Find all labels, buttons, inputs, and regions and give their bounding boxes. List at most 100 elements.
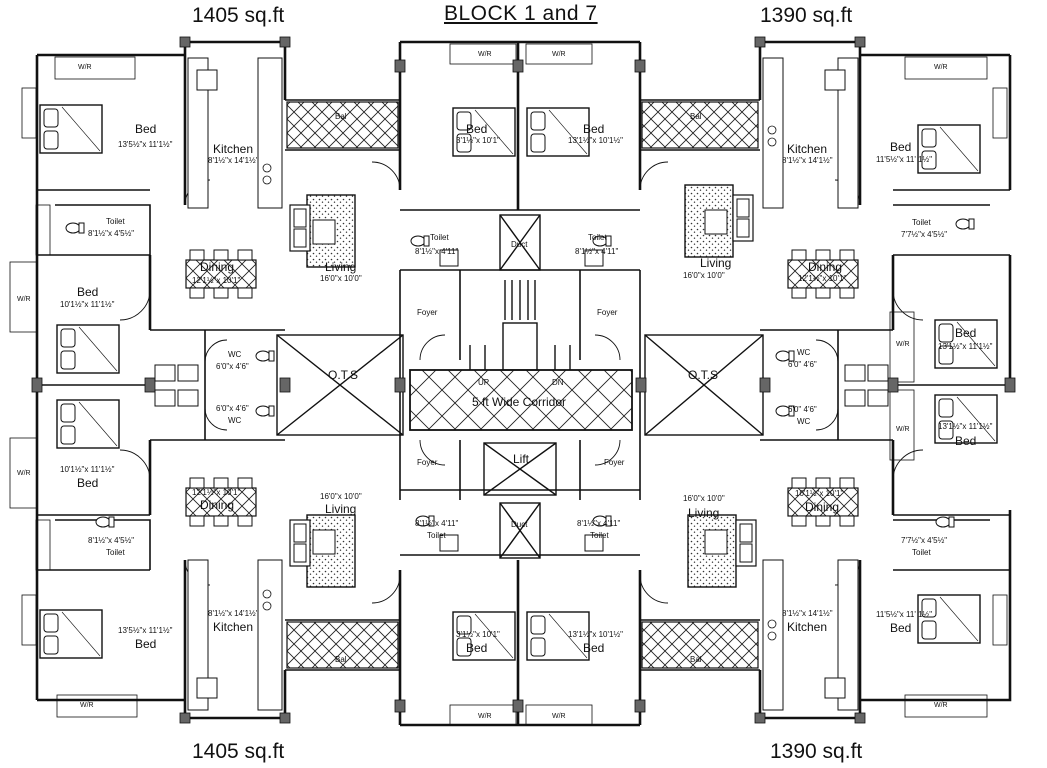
foyer-bl-label: Foyer xyxy=(417,458,438,467)
tm-toilet-right-label: Toilet xyxy=(588,233,607,242)
tm-wr-right-label: W/R xyxy=(552,51,566,58)
foyer-tr-label: Foyer xyxy=(597,308,618,317)
bl-kitchen-label: Kitchen xyxy=(213,620,254,634)
bm-bed-left-dim: 3'1½"x 10'1" xyxy=(456,630,500,639)
br-dining-dim: 10'1½"x 10'1" xyxy=(795,489,844,498)
br-living-label: Living xyxy=(688,506,720,520)
tm-toilet-left-dim: 8'1½"x 4'11" xyxy=(415,247,459,256)
bm-wr-left-label: W/R xyxy=(478,713,492,720)
bl-wc-dim: 6'0"x 4'6" xyxy=(216,404,249,413)
tr-dining-label: Dining xyxy=(808,260,843,274)
ots-right-label: O.T.S xyxy=(688,368,719,382)
tr-wc-dim: 6'0" 4'6" xyxy=(788,360,817,369)
br-wr1-label: W/R xyxy=(934,702,948,709)
bl-bed2-label: Bed xyxy=(77,476,99,490)
tl-kitchen-dim: 8'1½"x 14'1½" xyxy=(208,156,259,165)
tr-bed2-dim: 13'1½"x 11'1½" xyxy=(938,342,993,351)
tl-dining-dim: 12'1½"x 10'1" xyxy=(192,276,241,285)
bl-toilet-dim: 8'1½"x 4'5½" xyxy=(88,536,135,545)
tm-bed-right-label: Bed xyxy=(583,122,605,136)
bm-wr-right-label: W/R xyxy=(552,713,566,720)
tl-bed1-label: Bed xyxy=(135,122,157,136)
bl-wc-label: WC xyxy=(228,416,242,425)
tm-wr-left-label: W/R xyxy=(478,51,492,58)
foyer-br-label: Foyer xyxy=(604,458,625,467)
tr-living-dim: 16'0"x 10'0" xyxy=(683,271,725,280)
bl-balcony-label: Bal xyxy=(335,655,347,664)
bm-toilet-right-dim: 8'1½"x 4'11" xyxy=(577,519,621,528)
bm-bed-left-label: Bed xyxy=(466,641,488,655)
bl-bed2-dim: 10'1½"x 11'1½" xyxy=(60,465,115,474)
stair-down-label: DN xyxy=(552,378,564,387)
bl-wr2-label: W/R xyxy=(17,470,31,477)
tm-toilet-left-label: Toilet xyxy=(430,233,449,242)
tl-toilet-dim: 8'1½"x 4'5½" xyxy=(88,229,135,238)
tr-kitchen-label: Kitchen xyxy=(787,142,828,156)
br-toilet-dim: 7'7½"x 4'5½" xyxy=(901,536,948,545)
tr-living-label: Living xyxy=(700,256,732,270)
br-bed1-dim: 11'5½"x 11' 1½" xyxy=(876,610,933,619)
br-wr2-label: W/R xyxy=(896,426,910,433)
br-dining-label: Dining xyxy=(805,500,840,514)
bl-living-label: Living xyxy=(325,502,357,516)
duct-bottom-label: Duct xyxy=(511,520,528,529)
bl-wr1-label: W/R xyxy=(80,702,94,709)
br-bed2-label: Bed xyxy=(955,434,977,448)
page-title: BLOCK 1 and 7 xyxy=(444,2,598,25)
duct-top-label: Duct xyxy=(511,240,528,249)
bm-toilet-right-label: Toilet xyxy=(590,531,609,540)
tl-toilet-label: Toilet xyxy=(106,217,125,226)
bm-bed-right-dim: 13'1½"x 10'1½" xyxy=(568,630,623,639)
bl-bed1-dim: 13'5½"x 11'1½" xyxy=(118,626,173,635)
tl-living-dim: 16'0"x 10'0" xyxy=(320,274,362,283)
tl-wc-label: WC xyxy=(228,350,242,359)
tm-bed-right-dim: 13'1½"x 10'1½" xyxy=(568,136,623,145)
tl-bed1-dim: 13'5½"x 11'1½" xyxy=(118,140,173,149)
bl-dining-dim: 12'1½"x 10'1" xyxy=(192,488,241,497)
tr-dining-dim: 12'1½"x 10'1" xyxy=(798,274,847,283)
tr-toilet-dim: 7'7½"x 4'5½" xyxy=(901,230,948,239)
bl-bed1-label: Bed xyxy=(135,637,157,651)
tl-kitchen-label: Kitchen xyxy=(213,142,254,156)
tm-bed-left-dim: 3'1½"x 10'1" xyxy=(456,136,500,145)
tl-living-label: Living xyxy=(325,260,357,274)
tl-bed2-dim: 10'1½"x 11'1½" xyxy=(60,300,115,309)
foyer-tl-label: Foyer xyxy=(417,308,438,317)
tr-kitchen-dim: 8'1½"x 14'1½" xyxy=(782,156,833,165)
tr-balcony-label: Bal xyxy=(690,112,702,121)
bl-toilet-label: Toilet xyxy=(106,548,125,557)
bm-toilet-left-dim: 8'1½"x 4'11" xyxy=(415,519,459,528)
lift-label: Lift xyxy=(513,452,530,466)
tl-bed2-label: Bed xyxy=(77,285,99,299)
br-wc-label: WC xyxy=(797,417,811,426)
tr-wr2-label: W/R xyxy=(896,341,910,348)
tr-toilet-label: Toilet xyxy=(912,218,931,227)
br-bed1-label: Bed xyxy=(890,621,912,635)
bl-kitchen-dim: 8'1½"x 14'1½" xyxy=(208,609,259,618)
tl-wr1-label: W/R xyxy=(78,64,92,71)
tl-wr2-label: W/R xyxy=(17,296,31,303)
br-balcony-label: Bal xyxy=(690,655,702,664)
ots-left-label: O.T.S xyxy=(328,368,359,382)
br-wc-dim: 6'0" 4'6" xyxy=(788,405,817,414)
bm-toilet-left-label: Toilet xyxy=(427,531,446,540)
tr-wc-label: WC xyxy=(797,348,811,357)
bl-living-dim: 16'0"x 10'0" xyxy=(320,492,362,501)
area-top-left: 1405 sq.ft xyxy=(192,4,285,27)
br-bed2-dim: 13'1½"x 11'1½" xyxy=(938,422,993,431)
bm-bed-right-label: Bed xyxy=(583,641,605,655)
br-kitchen-dim: 8'1½"x 14'1½" xyxy=(782,609,833,618)
area-bottom-right: 1390 sq.ft xyxy=(770,740,863,763)
tr-bed1-dim: 11'5½"x 11' 1½" xyxy=(876,155,933,164)
tl-wc-dim: 6'0"x 4'6" xyxy=(216,362,249,371)
br-toilet-label: Toilet xyxy=(912,548,931,557)
stair-up-label: UP xyxy=(478,378,490,387)
br-kitchen-label: Kitchen xyxy=(787,620,828,634)
tm-bed-left-label: Bed xyxy=(466,122,488,136)
tr-bed2-label: Bed xyxy=(955,326,977,340)
tm-toilet-right-dim: 8'1½"x 4'11" xyxy=(575,247,619,256)
tl-balcony-label: Bal xyxy=(335,112,347,121)
tl-dining-label: Dining xyxy=(200,260,235,274)
corridor-label: 5 ft Wide Corridor xyxy=(472,395,567,409)
